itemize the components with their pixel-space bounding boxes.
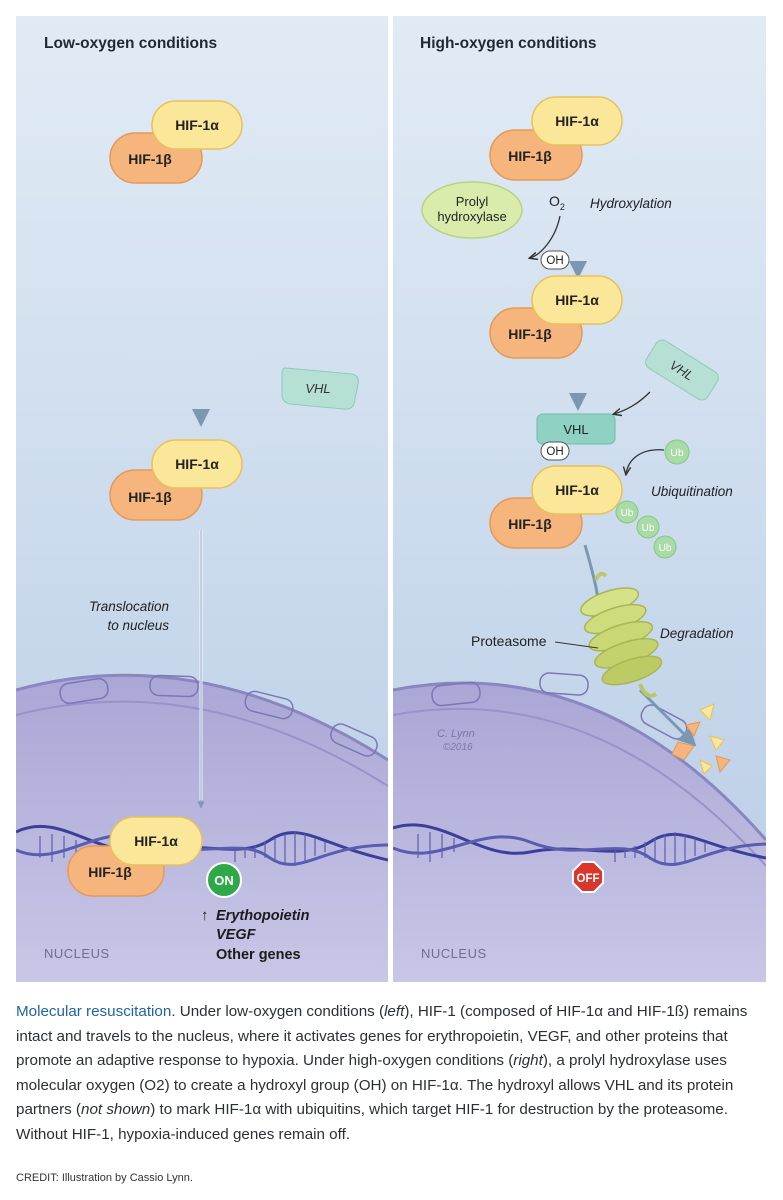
ub-chain: Ub Ub Ub xyxy=(615,500,677,559)
translocation-label-2: to nucleus xyxy=(107,618,169,633)
left-panel-title: Low-oxygen conditions xyxy=(44,35,217,52)
dna-helix xyxy=(16,824,388,866)
ubiquitination-label: Ubiquitination xyxy=(651,484,733,499)
gene-erythopoietin: Erythopoietin xyxy=(216,908,310,924)
prolyl-hydroxylase: Prolyl hydroxylase xyxy=(421,181,523,239)
hif1b-label: HIF-1β xyxy=(508,148,552,164)
oh-group: OH xyxy=(540,250,570,270)
hif1b-label: HIF-1β xyxy=(128,489,172,505)
hif1b-label: HIF-1β xyxy=(128,151,172,167)
hif1b-label: HIF-1β xyxy=(88,864,132,880)
hydroxylase-label: hydroxylase xyxy=(437,209,506,224)
ub-label: Ub xyxy=(621,508,634,519)
hif1a-label: HIF-1α xyxy=(555,113,599,129)
illustration-credit: CREDIT: Illustration by Cassio Lynn. xyxy=(16,1172,193,1184)
proteasome-label: Proteasome xyxy=(471,633,547,649)
caption-text: ) to mark HIF-1α with ubiquitins, which … xyxy=(16,1101,728,1143)
off-stop-icon: OFF xyxy=(572,861,604,893)
off-label: OFF xyxy=(577,873,600,885)
hif1b-label: HIF-1β xyxy=(508,516,552,532)
vhl-label: VHL xyxy=(305,381,330,396)
ub-label: Ub xyxy=(670,447,684,459)
hif1a-label: HIF-1α xyxy=(555,292,599,308)
oh-label: OH xyxy=(546,446,563,458)
vhl-protein-bound: VHL xyxy=(536,413,616,445)
vhl-protein-free: VHL xyxy=(645,339,719,401)
on-label: ON xyxy=(214,873,234,888)
ub-free: Ub xyxy=(664,439,690,465)
vhl-protein: VHL xyxy=(281,367,359,410)
artist-signature: C. Lynn xyxy=(437,728,475,740)
dna-helix xyxy=(393,823,766,867)
hif1b-label: HIF-1β xyxy=(508,326,552,342)
gene-vegf: VEGF xyxy=(216,927,257,943)
nucleus-label: NUCLEUS xyxy=(421,946,487,961)
right-panel: High-oxygen conditions HIF-1α HIF-1β Pro… xyxy=(393,16,766,982)
degraded-fragments xyxy=(671,703,731,775)
ub-label: Ub xyxy=(659,543,672,554)
proteasome-icon xyxy=(580,571,663,698)
left-panel: Low-oxygen conditions HIF-1α HIF-1β VHL … xyxy=(16,16,388,982)
hif1-complex-hydroxylated: HIF-1α HIF-1β xyxy=(489,275,623,359)
gene-up-arrow: ↑ xyxy=(201,907,209,924)
right-panel-title: High-oxygen conditions xyxy=(420,35,597,52)
hif1-complex-middle: HIF-1α HIF-1β xyxy=(109,439,243,521)
caption-text: ), HIF-1 (composed of HIF-1α and HIF-1ß)… xyxy=(16,1003,748,1070)
nuclear-membrane xyxy=(393,681,766,841)
gene-other: Other genes xyxy=(216,947,301,963)
nucleus-region xyxy=(16,675,388,982)
degradation-label: Degradation xyxy=(660,626,734,641)
translocation-label: Translocation xyxy=(89,599,169,614)
on-switch-icon: ON xyxy=(206,862,242,898)
artist-signature-year: ©2016 xyxy=(443,742,473,753)
caption-text: ), a prolyl hydroxylase uses molecular o… xyxy=(16,1052,734,1119)
prolyl-label: Prolyl xyxy=(456,194,489,209)
caption-text: . Under low-oxygen conditions ( xyxy=(171,1003,385,1020)
nucleus-label: NUCLEUS xyxy=(44,946,110,961)
hif1a-label: HIF-1α xyxy=(175,117,219,133)
oh-label: OH xyxy=(546,255,563,267)
figure-caption: Molecular resuscitation. Under low-oxyge… xyxy=(16,1000,768,1148)
hif1a-label: HIF-1α xyxy=(555,482,599,498)
caption-title: Molecular resuscitation xyxy=(16,1003,172,1020)
caption-left: left xyxy=(384,1003,405,1020)
hif1a-label: HIF-1α xyxy=(175,456,219,472)
ub-label: Ub xyxy=(642,523,655,534)
o2-label: O2 xyxy=(549,193,565,212)
hif1-complex-top: HIF-1α HIF-1β xyxy=(489,96,623,181)
hif1-complex-dna: HIF-1α HIF-1β xyxy=(67,816,203,897)
hif1-complex-top: HIF-1α HIF-1β xyxy=(109,100,243,184)
hif1-oxygen-diagram: Low-oxygen conditions HIF-1α HIF-1β VHL … xyxy=(16,16,766,982)
hif1-complex-ubiquitinated: HIF-1α HIF-1β xyxy=(489,465,623,549)
caption-right: right xyxy=(513,1052,543,1070)
caption-not-shown: not shown xyxy=(81,1101,151,1119)
vhl-label: VHL xyxy=(563,422,588,437)
hydroxylation-label: Hydroxylation xyxy=(590,196,672,211)
oh-group: OH xyxy=(540,441,570,461)
nucleus-region xyxy=(393,683,766,982)
hif1a-label: HIF-1α xyxy=(134,833,178,849)
